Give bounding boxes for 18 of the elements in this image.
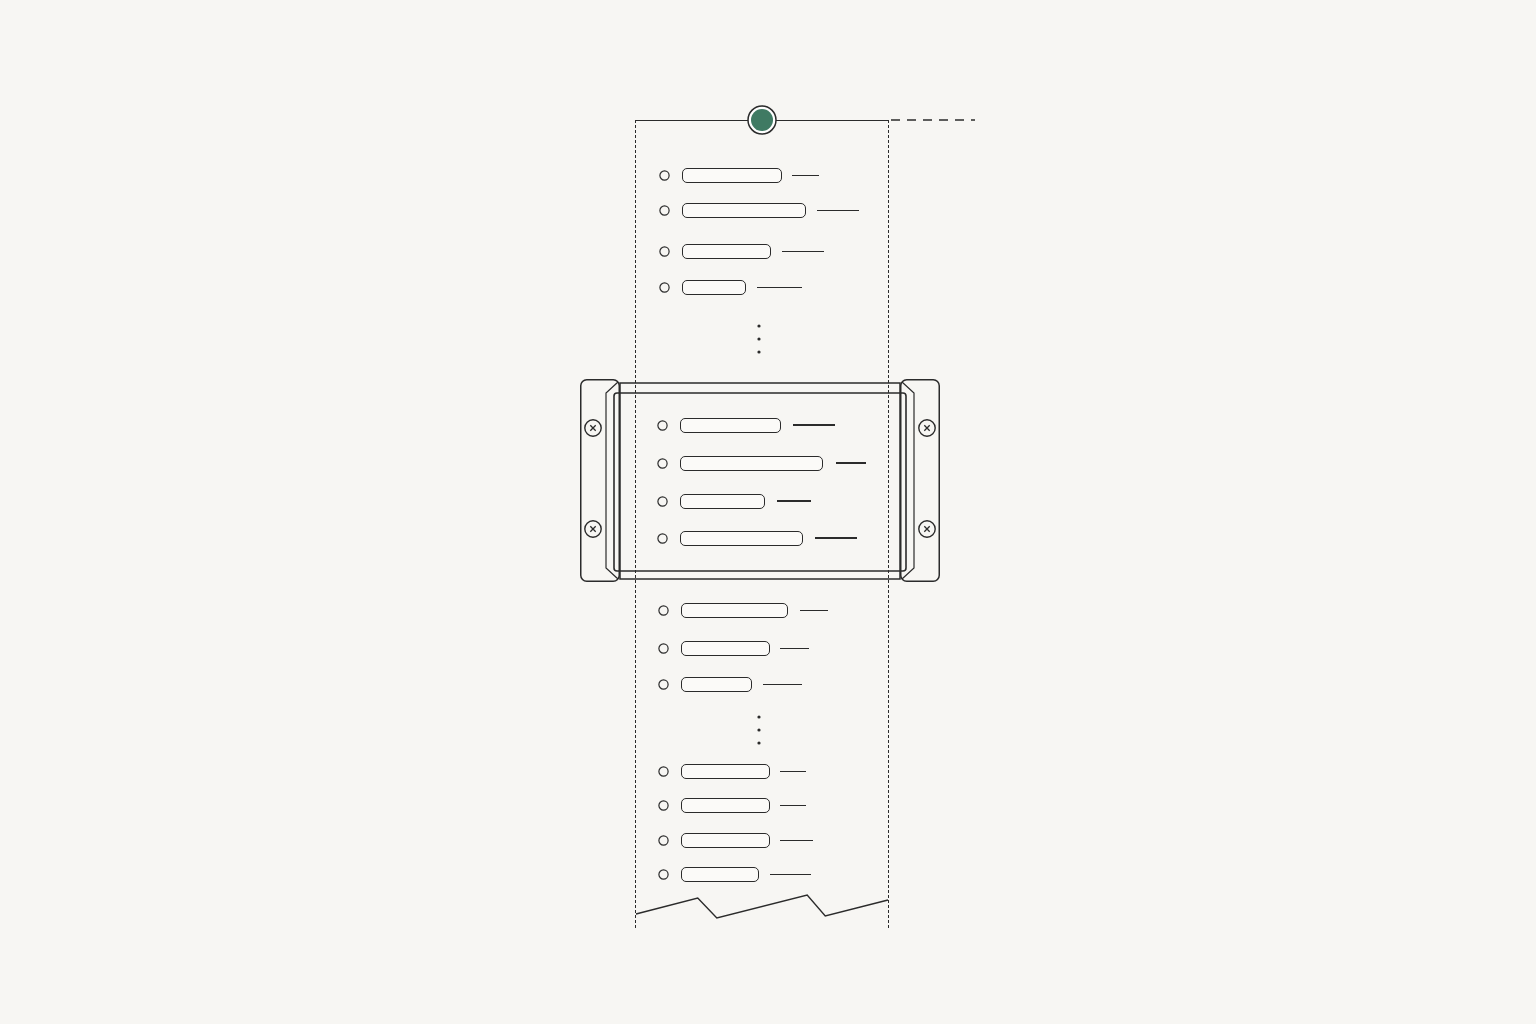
placeholder-bar <box>680 417 781 433</box>
placeholder-bar <box>680 530 803 546</box>
placeholder-bar <box>680 641 770 656</box>
placeholder-bar <box>680 764 770 779</box>
placeholder-bar <box>680 677 752 692</box>
placeholder-bar <box>681 203 806 218</box>
viewport-frame <box>580 379 940 582</box>
placeholder-bar <box>680 833 770 848</box>
placeholder-bar <box>680 493 765 509</box>
dot-marker <box>747 105 777 135</box>
placeholder-bar <box>680 867 759 882</box>
paper-strip <box>635 120 889 928</box>
placeholder-bar <box>681 280 746 295</box>
placeholder-bar <box>680 798 770 813</box>
placeholder-bar <box>681 244 771 259</box>
placeholder-bar <box>681 168 782 183</box>
placeholder-bar <box>680 455 823 471</box>
placeholder-bar <box>680 603 788 618</box>
